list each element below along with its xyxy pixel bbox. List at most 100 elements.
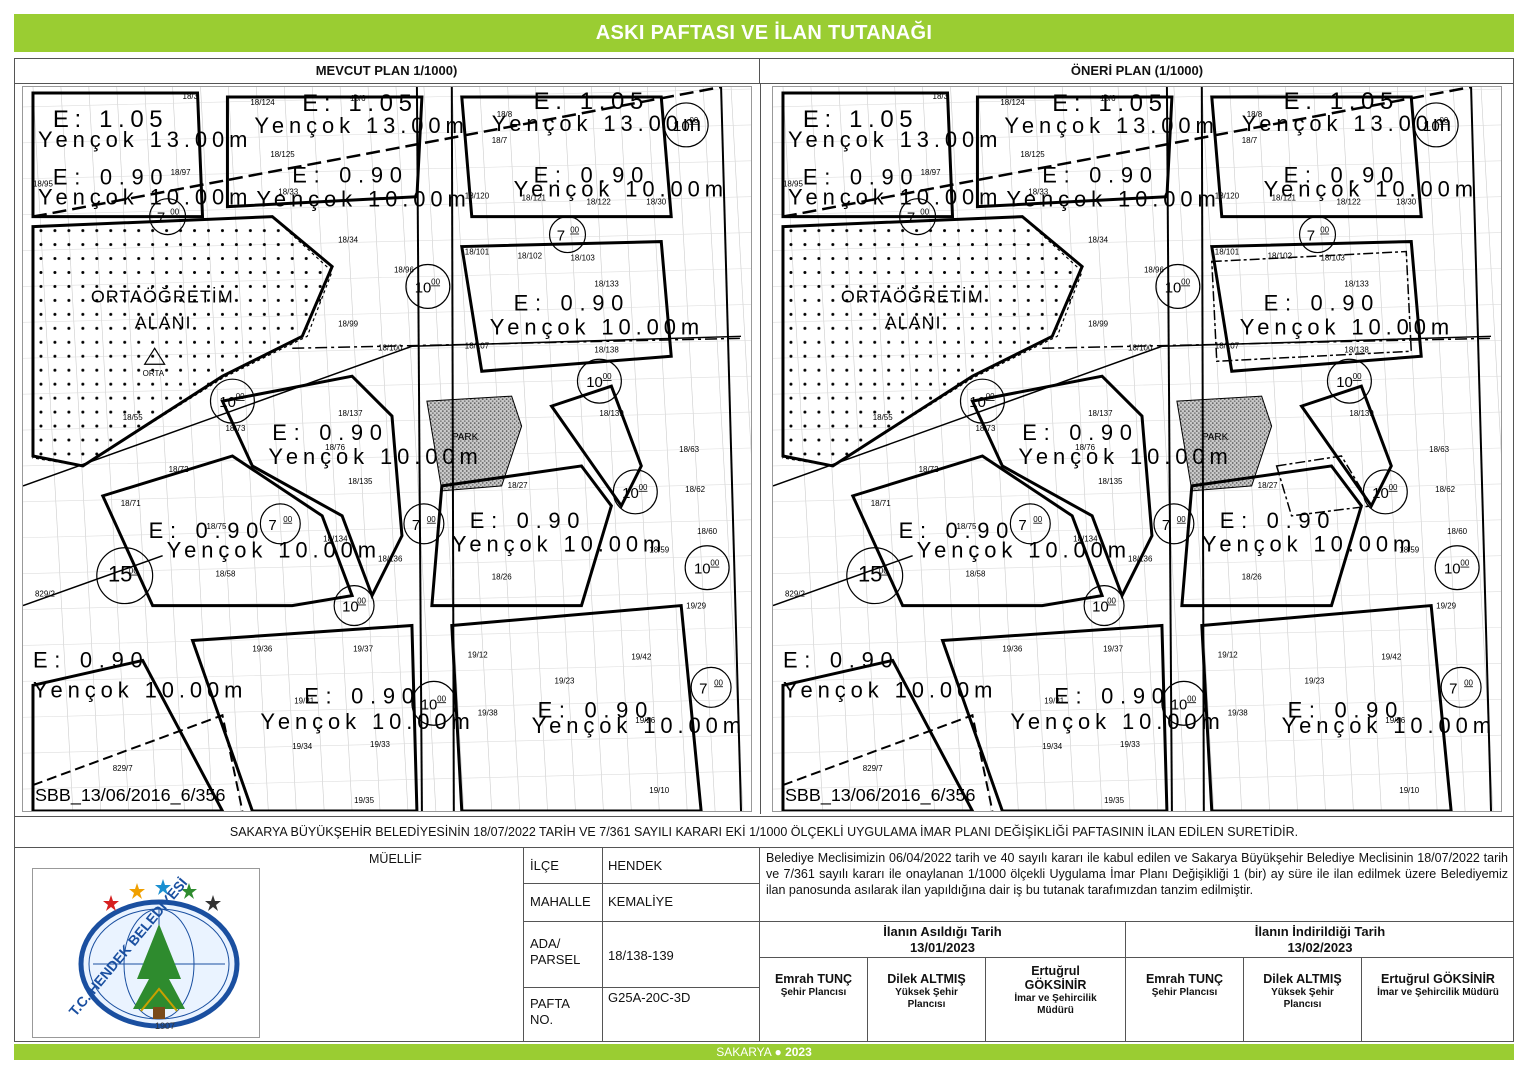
road-width-value: 7	[1449, 680, 1457, 697]
road-width-sup: 00	[639, 483, 648, 492]
road-width-marker	[405, 263, 451, 309]
road-width-sup: 00	[1460, 559, 1469, 568]
zoning-block	[430, 464, 614, 608]
parcel-info-table: İLÇE HENDEK MAHALLE KEMALİYE ADA/ PARSEL…	[524, 848, 760, 1042]
parcel-number: 18/102	[1268, 252, 1293, 261]
parcel-number: 18/73	[225, 424, 246, 433]
parcel-number: 18/138	[1344, 345, 1369, 354]
map-background	[773, 87, 1501, 811]
road-edge	[1165, 87, 1173, 811]
road-width-sup: 00	[1187, 694, 1196, 703]
zoning-label: Yençok 10.00m	[788, 185, 997, 210]
parcel-number: 18/26	[1242, 573, 1263, 582]
cadastral-line	[23, 591, 751, 610]
cadastral-line	[591, 87, 632, 811]
parcel-number: 18/103	[1320, 254, 1345, 263]
cadastral-line	[172, 87, 213, 811]
road-width-sup: 00	[689, 116, 698, 125]
cadastral-line	[563, 87, 604, 811]
info-row-district: İLÇE HENDEK	[524, 848, 760, 884]
cadastral-line	[1145, 87, 1187, 811]
parcel-number: 19/10	[649, 786, 670, 795]
plan-boundary	[292, 337, 742, 350]
road-width-value: 10	[1372, 485, 1389, 502]
info-value: HENDEK	[608, 858, 663, 873]
parcel-number: 18/30	[1396, 198, 1417, 207]
parcel-number: 19/23	[555, 676, 576, 685]
parcel-number: 829/2	[785, 590, 806, 599]
parcel-number: 18/107	[1215, 341, 1240, 350]
road-width-value: 7	[1307, 228, 1315, 245]
parcel-number: 19/23	[1305, 676, 1326, 685]
zoning-label: Yençok 10.00m	[1264, 177, 1473, 202]
signature-block: Dilek ALTMIŞ Yüksek Şehir Plancısı	[1244, 958, 1362, 1042]
parcel-number: 19/29	[686, 602, 707, 611]
cadastral-line	[702, 87, 744, 811]
road-width-sup: 00	[170, 208, 179, 217]
signer-role: Yüksek Şehir Plancısı	[895, 987, 958, 1010]
road-width-value: 10	[415, 279, 432, 296]
road-edge	[720, 87, 743, 811]
parcel-number: 19/12	[468, 650, 489, 659]
road-width-sup: 00	[603, 372, 612, 381]
removed-date-label: İlanın İndirildiği Tarih	[1254, 924, 1386, 939]
footer-separator: ●	[774, 1045, 782, 1059]
zoning-block	[940, 623, 1169, 811]
cadastral-line	[773, 160, 1501, 180]
parcel-number: 18/121	[522, 194, 547, 203]
zoning-block	[1299, 384, 1393, 509]
signature-block: Emrah TUNÇ Şehir Plancısı	[760, 958, 868, 1042]
road-width-marker	[411, 680, 457, 726]
road-width-value: 15	[108, 562, 132, 587]
zoning-label: Yençok 10.00m	[1006, 187, 1215, 212]
parcel-number: 18/121	[1272, 194, 1297, 203]
parcel-number: 18/137	[338, 409, 363, 418]
school-label: ALANI	[885, 312, 942, 332]
cadastral-line	[23, 770, 751, 790]
road-width-sup: 00	[570, 226, 579, 235]
parcel-number: 18/75	[206, 522, 227, 531]
signer-name: Dilek ALTMIŞ	[887, 972, 966, 986]
road-width-value: 10	[342, 599, 359, 616]
road-width-marker	[1440, 666, 1482, 708]
parcel-number: 18/62	[1435, 485, 1456, 494]
cadastral-line	[1257, 87, 1298, 811]
road-edge	[1470, 87, 1493, 811]
parcel-number: 18/76	[1075, 443, 1096, 452]
cadastral-line	[23, 519, 751, 539]
parcel-number: 18/100	[1128, 343, 1153, 352]
official-notice: SAKARYA BÜYÜKŞEHİR BELEDİYESİNİN 18/07/2…	[14, 816, 1514, 848]
zoning-label: Yençok 10.00m	[38, 185, 247, 210]
municipality-logo: T.C. HENDEK BELEDİYESİ 1907	[32, 868, 260, 1038]
zoning-label: Yençok 10.00m	[514, 177, 723, 202]
cadastral-line	[773, 519, 1501, 539]
zoning-block	[100, 454, 355, 608]
cadastral-line	[311, 87, 353, 811]
parcel-number: 18/8	[497, 110, 513, 119]
road-width-value: 10	[1444, 561, 1461, 578]
parcel-number: 18/34	[338, 236, 359, 245]
zoning-block	[781, 215, 1084, 468]
road-width-sup: 00	[1439, 116, 1448, 125]
zoning-block	[549, 384, 643, 509]
cadastral-line	[922, 87, 963, 811]
parcel-number: 18/76	[325, 443, 346, 452]
road-width-value: 10	[1165, 279, 1182, 296]
zoning-label: Yençok 10.00m	[1010, 709, 1219, 734]
cadastral-line	[23, 447, 751, 467]
info-key: İLÇE	[530, 858, 559, 873]
zoning-block	[1180, 464, 1364, 608]
signer-role: İmar ve Şehircilik Müdürü	[1014, 993, 1097, 1016]
signature-block: Emrah TUNÇ Şehir Plancısı	[1126, 958, 1244, 1042]
road-width-marker	[1155, 263, 1201, 309]
cadastral-line	[619, 87, 660, 811]
road-width-marker	[403, 503, 445, 545]
road-width-marker	[1434, 545, 1480, 591]
parcel-number: 18/33	[278, 188, 299, 197]
road-width-sup: 00	[1353, 372, 1362, 381]
parcel-number: 18/72	[169, 465, 190, 474]
parcel-number: 19/42	[1381, 652, 1402, 661]
parcel-number: 18/97	[171, 168, 192, 177]
